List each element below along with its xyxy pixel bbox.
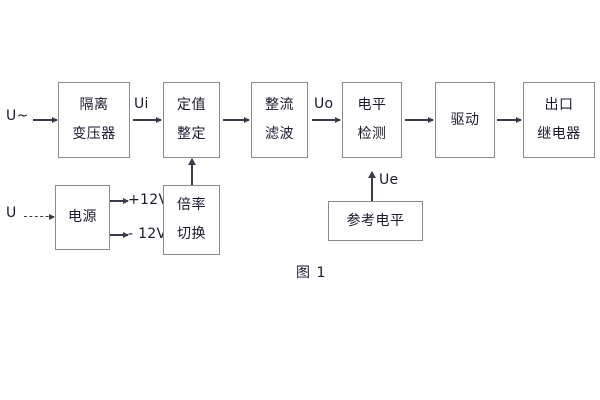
block-multiplier-switch-line-1: 倍率 [177,197,206,214]
block-level-detection: 电平 检测 [342,82,402,158]
block-multiplier-switch: 倍率 切换 [163,185,220,255]
rail-positive-label: +12V [128,192,169,208]
arrow-power-supply-positive-rail [110,200,128,202]
ac-input-label: U~ [6,108,29,124]
block-isolation-transformer: 隔离 变压器 [58,82,130,158]
block-drive: 驱动 [435,82,495,158]
arrow-dc-input-to-power-supply [24,216,54,217]
block-output-relay: 出口 继电器 [523,82,595,158]
block-isolation-transformer-line-2: 变压器 [72,126,116,142]
arrow-reference-level-to-level-detection [371,172,373,201]
rail-negative-label: - 12V [128,226,167,242]
arrow-level-detection-to-drive [405,119,433,121]
block-multiplier-switch-line-2: 切换 [177,226,206,242]
block-power-supply: 电源 [55,185,110,250]
arrow-drive-to-output-relay [497,119,521,121]
arrow-ac-input-to-isolation-transformer [33,119,57,121]
block-rectify-filter: 整流 滤波 [251,82,308,158]
block-reference-level: 参考电平 [328,201,423,241]
signal-ue-label: Ue [379,172,399,188]
block-reference-level-line-1: 参考电平 [346,212,405,229]
dc-input-label: U [6,205,17,221]
block-setting-value-line-1: 定值 [177,97,206,114]
block-level-detection-line-2: 检测 [357,126,387,142]
block-rectify-filter-line-1: 整流 [265,97,294,114]
signal-uo-label: Uo [314,96,334,112]
arrow-multiplier-switch-to-setting-value [191,159,193,185]
arrow-rectify-filter-to-level-detection [312,119,340,121]
arrow-setting-value-to-rectify-filter [223,119,249,121]
block-output-relay-line-1: 出口 [544,97,574,114]
block-power-supply-line-1: 电源 [68,209,97,226]
signal-ui-label: Ui [134,96,149,112]
block-setting-value-line-2: 整定 [177,126,206,142]
block-isolation-transformer-line-1: 隔离 [79,97,109,114]
block-output-relay-line-2: 继电器 [537,126,581,142]
arrow-power-supply-negative-rail [110,234,128,236]
block-rectify-filter-line-2: 滤波 [265,126,294,142]
block-drive-line-1: 驱动 [450,111,480,128]
figure-caption: 图 1 [296,265,327,281]
block-setting-value: 定值 整定 [163,82,220,158]
block-level-detection-line-1: 电平 [357,97,387,114]
arrow-isolation-transformer-to-setting-value [133,119,161,121]
